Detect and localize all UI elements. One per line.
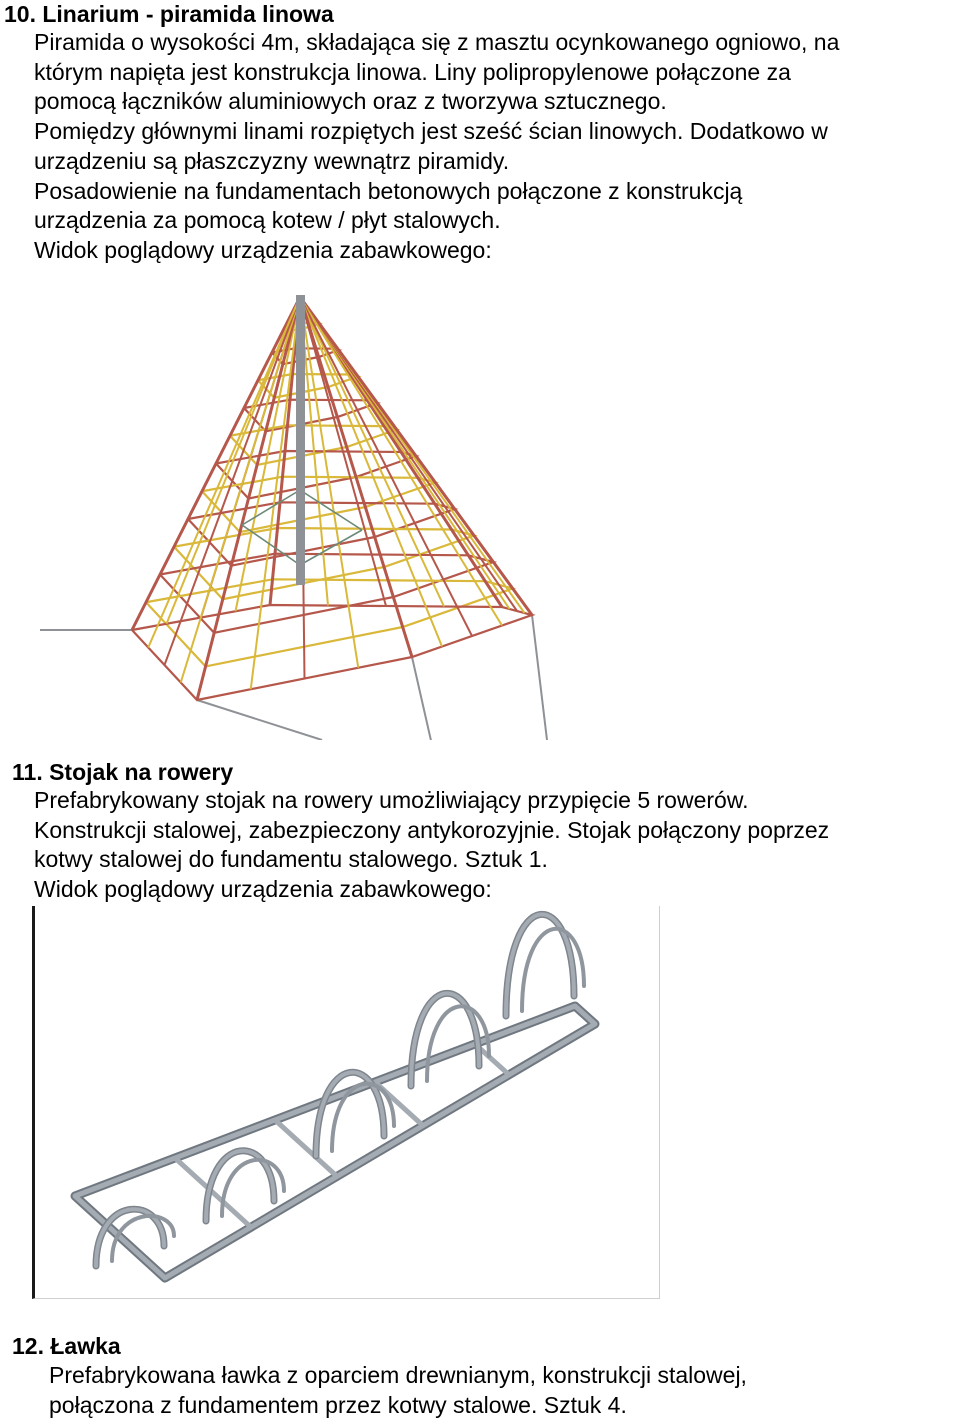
text-line: Prefabrykowany stojak na rowery umożliwi… [34, 787, 749, 813]
rope-radial [299, 296, 387, 607]
rope-radial [299, 296, 503, 627]
rack-hoop-inner [220, 1157, 286, 1218]
inner-plane-rope [299, 489, 363, 531]
rack-hoop-highlight [94, 1207, 166, 1268]
rack-hoop-inner [425, 1004, 491, 1083]
text-line: którym napięta jest konstrukcja linowa. … [34, 58, 791, 85]
text-line: Konstrukcji stalowej, zabezpieczony anty… [34, 816, 830, 843]
rack-cross-bar [273, 1118, 339, 1179]
rope-radial [165, 296, 301, 625]
inner-plane-rope [299, 529, 363, 566]
rope-radial [299, 296, 445, 607]
rack-hoop-inner [520, 927, 586, 1013]
rope-radial [130, 296, 302, 631]
rope-radial [179, 296, 301, 683]
rope-ring [145, 578, 517, 668]
rope-pyramid-image [32, 285, 552, 740]
section-11-heading: 11. Stojak na rowery [12, 759, 234, 785]
rope-pyramid-illustration [40, 295, 548, 740]
text-line: Posadowienie na fundamentach betonowych … [34, 177, 743, 204]
rope-radial [299, 296, 443, 647]
rack-base-frame [70, 1001, 600, 1283]
section-10-heading: 10. Linarium - piramida linowa [4, 1, 334, 27]
text-line: urządzenia za pomocą kotew / płyt stalow… [34, 207, 501, 234]
rope-radial [299, 296, 473, 637]
text-line: Piramida o wysokości 4m, składająca się … [34, 29, 840, 55]
text-line: urządzeniu są płaszczyzny wewnątrz piram… [34, 147, 510, 174]
rack-hoop-highlight [204, 1148, 276, 1223]
rope-radial [249, 296, 301, 690]
rack-hoop-highlight [409, 991, 481, 1088]
text-line: pomocą łączników aluminiowych oraz z two… [34, 88, 667, 115]
rope-radial [163, 296, 301, 666]
inner-plane-rope [241, 489, 301, 526]
bike-rack-illustration [70, 911, 600, 1283]
rope-radial [299, 296, 360, 668]
text-line: Widok poglądowy urządzenia zabawkowego: [34, 876, 492, 903]
text-line: Pomiędzy głównymi linami rozpiętych jest… [34, 118, 828, 145]
section-12-heading: 12. Ławka [12, 1333, 121, 1359]
inner-plane-rope [241, 524, 301, 566]
text-line: kotwy stalowej do fundamentu stalowego. … [34, 846, 548, 873]
anchor-rod [196, 699, 323, 740]
bike-rack-image [32, 906, 660, 1299]
section-12-description: Prefabrykowana ławka z oparciem drewnian… [49, 1361, 747, 1420]
rack-hoop-inner [110, 1214, 176, 1263]
anchor-rod [411, 656, 432, 740]
rope-radial [195, 296, 302, 701]
text-line: Prefabrykowana ławka z oparciem drewnian… [49, 1362, 747, 1388]
rope-radial [268, 296, 302, 606]
text-line: Widok poglądowy urządzenia zabawkowego: [34, 236, 492, 263]
rope-radial [234, 296, 301, 612]
rack-cross-bar [173, 1156, 253, 1230]
rope-radial [298, 296, 534, 616]
anchor-rod [531, 614, 548, 740]
rack-hoop-highlight [504, 912, 576, 1018]
rack-hoop-highlight [314, 1070, 386, 1158]
rack-base-frame-highlight [72, 1003, 598, 1281]
rope-radial [298, 296, 414, 658]
steel-mast [296, 295, 305, 585]
section-11-description: Prefabrykowany stojak na rowery umożliwi… [34, 786, 829, 905]
rope-radial [147, 296, 301, 648]
rack-hoop-inner [330, 1081, 396, 1153]
section-10-description: Piramida o wysokości 4m, składająca się … [34, 28, 839, 266]
text-line: połączona z fundamentem przez kotwy stal… [49, 1391, 627, 1418]
